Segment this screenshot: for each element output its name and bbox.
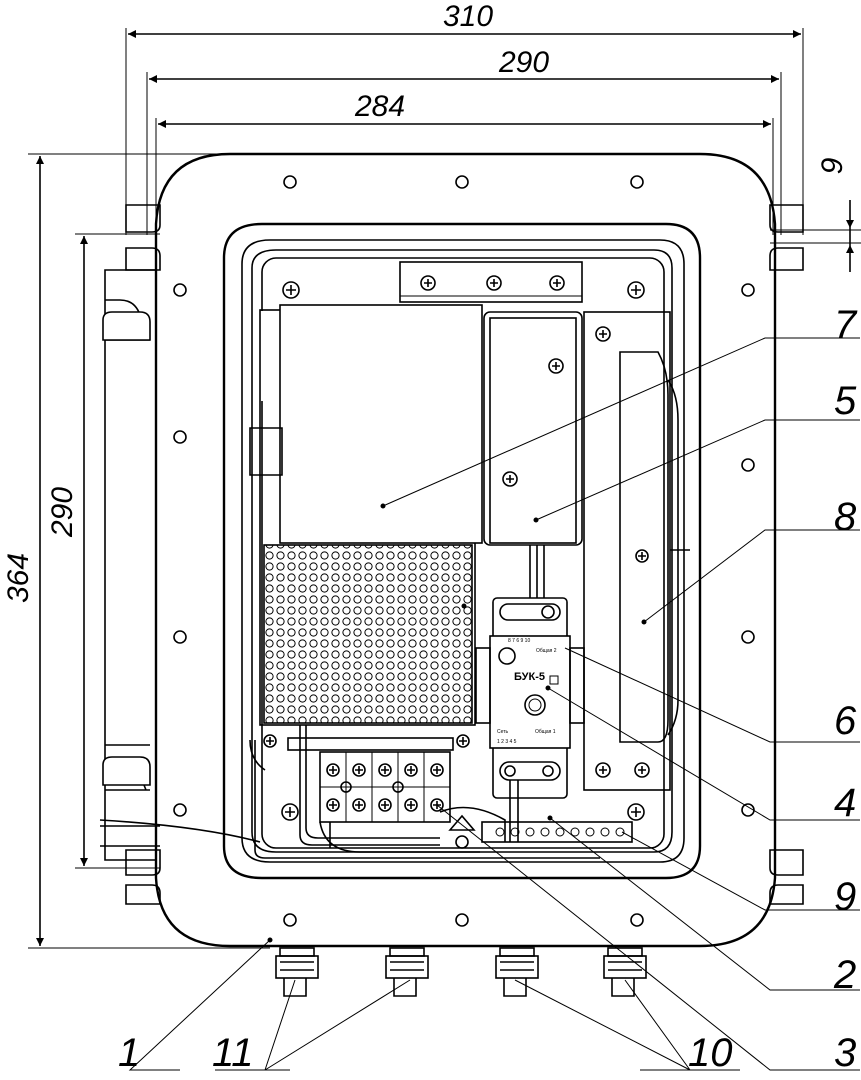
callout-9: 9 xyxy=(834,875,856,919)
callout-10: 10 xyxy=(688,1031,733,1075)
callout-4: 4 xyxy=(834,781,856,825)
dim-gap-9: 9 xyxy=(816,157,849,174)
buk5-left-label: Сеть xyxy=(497,729,509,735)
relay-module xyxy=(483,311,583,598)
callout-7: 7 xyxy=(834,303,858,347)
callout-8: 8 xyxy=(834,495,857,539)
callout-2: 2 xyxy=(833,953,856,997)
terminal-blocks xyxy=(287,737,633,849)
buk5-contacts-bottom: 1 2 3 4 5 xyxy=(497,739,517,745)
dimension-lines xyxy=(28,28,861,949)
dim-width-310: 310 xyxy=(443,0,493,33)
enclosure-body xyxy=(100,152,804,948)
callout-5: 5 xyxy=(834,379,857,423)
top-rail xyxy=(399,261,583,303)
wiring xyxy=(99,725,600,859)
buk5-right-label: Общая 1 xyxy=(535,729,556,735)
cable-glands xyxy=(275,947,647,997)
leader-lines xyxy=(128,337,860,1071)
callout-3: 3 xyxy=(834,1031,856,1075)
power-supply-unit xyxy=(249,304,483,726)
buk5-contacts-top: 8 7 6 9 10 xyxy=(508,638,530,644)
screw-heads xyxy=(263,275,650,821)
callout-6: 6 xyxy=(834,699,857,743)
dim-height-290: 290 xyxy=(46,487,79,538)
dim-height-364: 364 xyxy=(2,553,35,603)
buk5-right-label-top: Общая 2 xyxy=(536,648,557,654)
buk5-controller xyxy=(475,597,585,799)
buk5-model-label: БУК-5 xyxy=(514,671,545,683)
dim-width-290: 290 xyxy=(498,46,549,79)
right-panel xyxy=(583,311,690,791)
dim-width-284: 284 xyxy=(354,90,405,123)
callout-1: 1 xyxy=(118,1031,140,1075)
callout-11: 11 xyxy=(212,1031,254,1075)
